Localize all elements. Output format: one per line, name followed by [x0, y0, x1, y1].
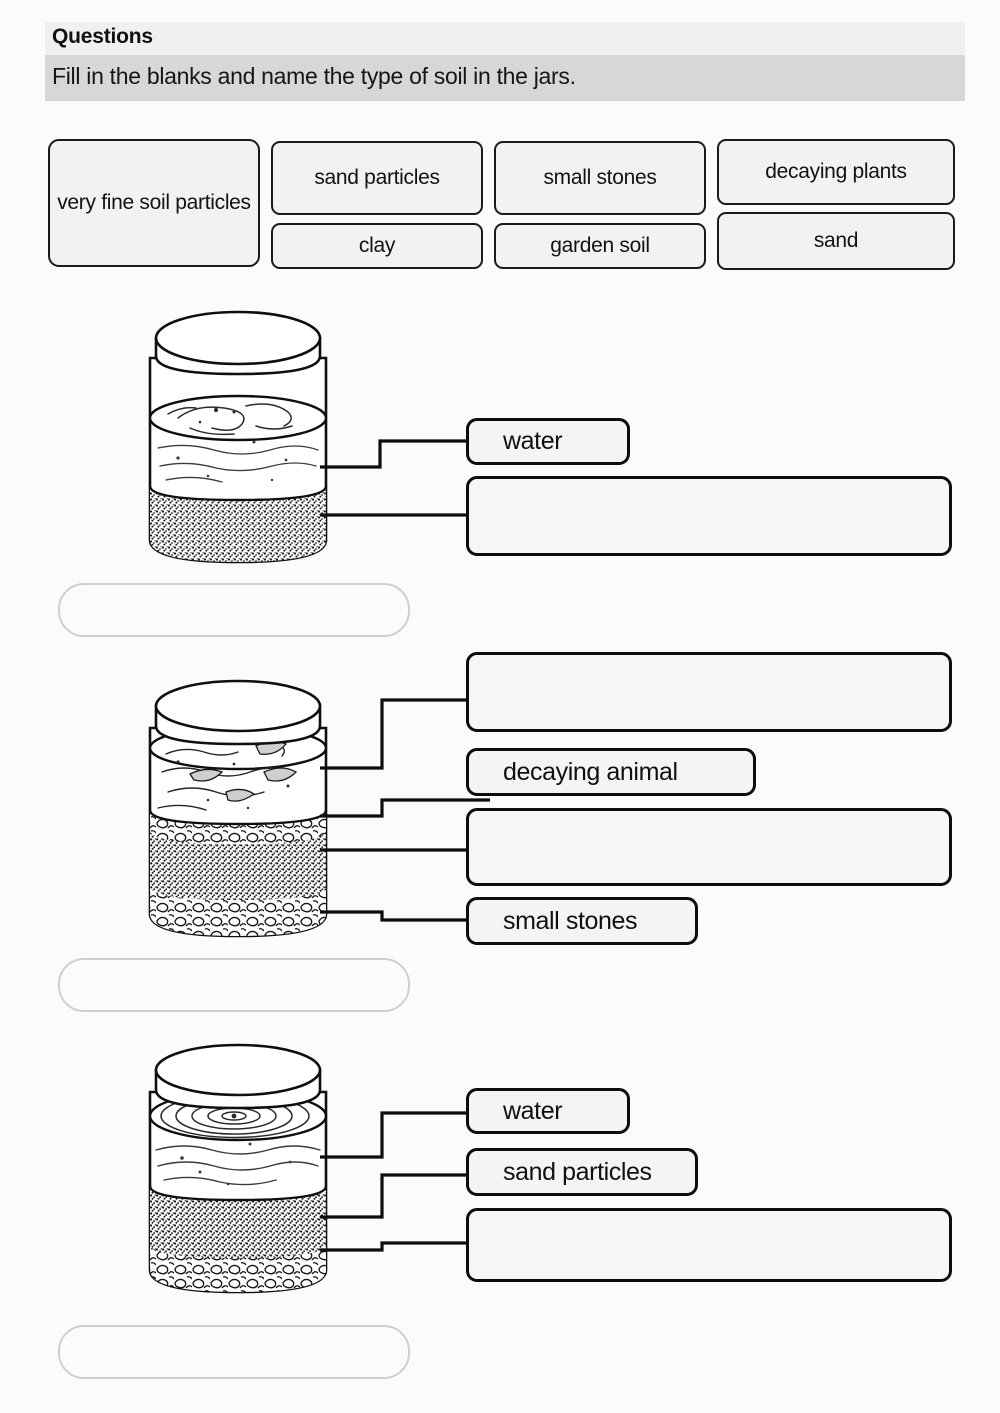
word-chip-very-fine-soil-particles[interactable]: very fine soil particles	[48, 139, 260, 267]
word-chip-decaying-plants[interactable]: decaying plants	[717, 139, 955, 205]
jar-2-answer-4[interactable]: small stones	[466, 897, 698, 945]
jar-2-soil-type-box[interactable]	[58, 958, 410, 1012]
jar-3-diagram	[138, 1038, 338, 1300]
jar-1-soil-type-box[interactable]	[58, 583, 410, 637]
instruction-band: Fill in the blanks and name the type of …	[45, 55, 965, 101]
word-chip-sand[interactable]: sand	[717, 212, 955, 270]
jar-1-answer-1[interactable]: water	[466, 418, 630, 465]
instruction-text: Fill in the blanks and name the type of …	[52, 63, 576, 89]
questions-header-band: Questions	[45, 22, 965, 55]
jar-1-answer-2[interactable]	[466, 476, 952, 556]
word-chip-clay[interactable]: clay	[271, 223, 483, 269]
word-chip-garden-soil[interactable]: garden soil	[494, 223, 706, 269]
word-chip-sand-particles[interactable]: sand particles	[271, 141, 483, 215]
jar-2-answer-3[interactable]	[466, 808, 952, 886]
jar-2-diagram	[138, 676, 338, 946]
jar-2-answer-1[interactable]	[466, 652, 952, 732]
jar-3-answer-2[interactable]: sand particles	[466, 1148, 698, 1196]
word-chip-small-stones[interactable]: small stones	[494, 141, 706, 215]
page-title: Questions	[52, 25, 153, 48]
jar-3-soil-type-box[interactable]	[58, 1325, 410, 1379]
jar-3-connectors	[320, 1095, 490, 1280]
jar-1-diagram	[138, 300, 338, 570]
jar-3-answer-3[interactable]	[466, 1208, 952, 1282]
jar-3-answer-1[interactable]: water	[466, 1088, 630, 1134]
jar-2-answer-2[interactable]: decaying animal	[466, 748, 756, 796]
jar-2-connectors	[320, 668, 490, 938]
jar-1-connectors	[320, 425, 485, 525]
